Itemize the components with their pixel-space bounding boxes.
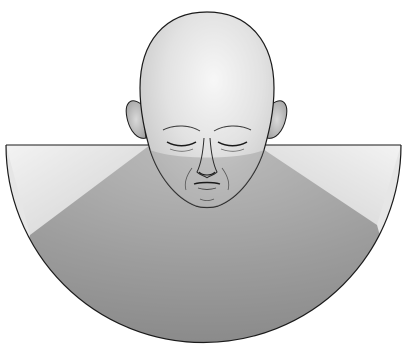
head-view-diagram	[0, 0, 407, 345]
diagram-canvas	[0, 0, 407, 345]
